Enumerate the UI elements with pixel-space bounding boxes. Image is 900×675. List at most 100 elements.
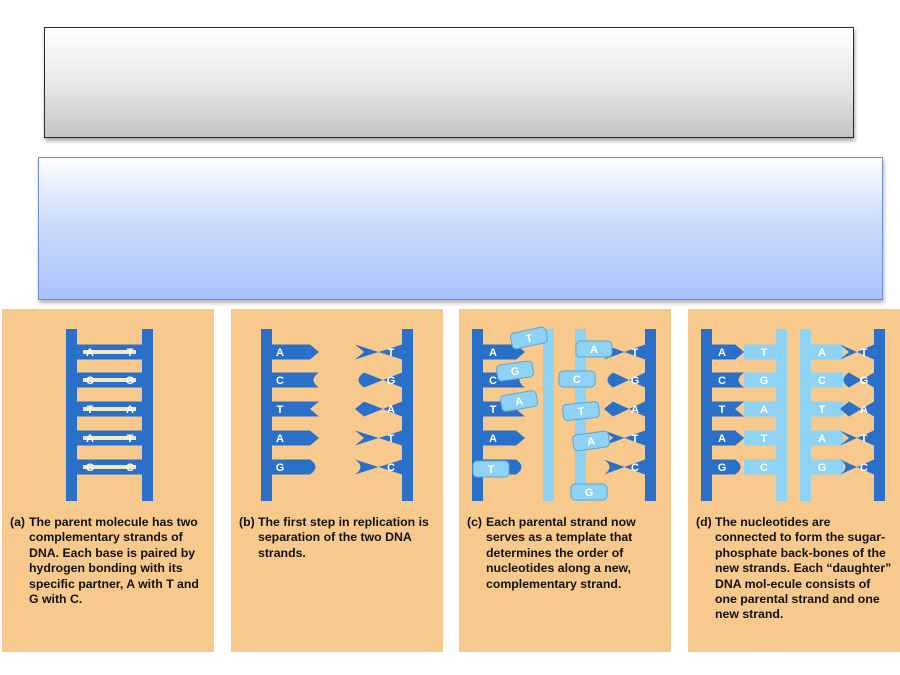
base-label: C (760, 462, 768, 474)
left-template-base (483, 430, 525, 446)
base-label: C (818, 375, 826, 387)
right-template-base (604, 401, 645, 417)
base-label: C (860, 462, 868, 474)
base-pair-bond (83, 436, 136, 440)
base-label: C (573, 374, 581, 386)
right-backbone (142, 329, 153, 501)
free-nucleotide-body (496, 360, 534, 382)
base-label: A (489, 433, 497, 445)
base-label: A (514, 395, 524, 408)
base-label: T (87, 404, 94, 416)
base-label: A (818, 433, 826, 445)
right-nucleotide (358, 372, 402, 388)
base-pair-bond (83, 465, 136, 469)
base-label: T (761, 347, 768, 359)
panel-c-template: ATCGTAATGCTGATACTAG (c)Each parental str… (459, 309, 671, 652)
free-nucleotide: A (575, 340, 613, 358)
daughter2-parental-base (840, 459, 874, 475)
base-label: A (387, 404, 395, 416)
base-label: A (489, 347, 497, 359)
caption-a: (a)The parent molecule has two complemen… (10, 515, 208, 607)
daughter2-new-base (811, 344, 843, 360)
left-nucleotide (272, 459, 316, 475)
base-label: A (718, 433, 726, 445)
base-label: T (577, 406, 585, 419)
caption-letter: (d) (696, 515, 712, 529)
daughter1-parental-base-tip (712, 459, 741, 475)
left-backbone (66, 329, 77, 501)
base-pair-bond (83, 350, 136, 354)
base-label: A (818, 347, 826, 359)
right-nucleotide (355, 459, 402, 475)
base-label: T (861, 347, 868, 359)
base-label: G (276, 462, 285, 474)
base-label: A (276, 347, 284, 359)
base-label: G (387, 375, 396, 387)
base-label: C (631, 462, 639, 474)
base-label: A (86, 433, 94, 445)
base-label: A (590, 344, 598, 356)
daughter1-parental-base-tip (712, 372, 744, 388)
base-label: C (718, 375, 726, 387)
base-label: T (488, 464, 495, 476)
base-label: T (819, 404, 826, 416)
base-label: T (861, 433, 868, 445)
base-label: G (631, 375, 640, 387)
daughter2-parental-backbone (874, 329, 885, 501)
daughter1-parental-base-tip (712, 430, 744, 446)
base-label: T (388, 433, 395, 445)
free-nucleotide-body (570, 483, 608, 501)
left-nucleotide (272, 344, 319, 360)
forming-new-strand (543, 329, 554, 501)
free-nucleotide-body (572, 430, 610, 452)
base-pair-bond (83, 407, 136, 411)
base-label: C (126, 462, 134, 474)
daughter1-parental-backbone (701, 329, 712, 501)
base-label: C (86, 375, 94, 387)
base-label: G (818, 462, 827, 474)
free-nucleotide-body (575, 340, 613, 358)
base-label: A (631, 404, 639, 416)
free-nucleotide: A (572, 430, 610, 452)
left-parental-strand (261, 329, 272, 501)
base-label: A (760, 404, 768, 416)
base-label: G (585, 487, 594, 499)
base-label: C (276, 375, 284, 387)
free-nucleotide-body (472, 460, 510, 478)
right-parental-strand (402, 329, 413, 501)
caption-d: (d)The nucleotides are connected to form… (696, 515, 894, 623)
right-parental-strand (645, 329, 656, 501)
base-label: G (86, 462, 95, 474)
caption-text: The first step in replication is separat… (258, 515, 429, 560)
base-label: G (126, 375, 135, 387)
daughter2-new-base (811, 430, 843, 446)
base-label: T (719, 404, 726, 416)
free-nucleotide-body (500, 390, 538, 412)
daughter1-new-base (744, 459, 776, 475)
caption-letter: (c) (467, 515, 483, 529)
title-box (44, 27, 854, 138)
caption-text: The parent molecule has two complementar… (29, 515, 199, 607)
left-parental-strand (472, 329, 483, 501)
daughter2-parental-base (840, 344, 874, 360)
free-nucleotide: T (509, 326, 549, 350)
base-label: G (510, 365, 520, 378)
daughter2-parental-base (843, 372, 874, 388)
free-nucleotide-body (509, 326, 549, 350)
base-label: T (490, 404, 497, 416)
base-label: G (760, 375, 769, 387)
base-pair-bond (83, 378, 136, 382)
daughter2-parental-base (840, 430, 874, 446)
caption-text: Each parental strand now serves as a tem… (486, 515, 636, 591)
free-nucleotide: G (496, 360, 534, 382)
free-nucleotide-body (558, 370, 596, 388)
free-nucleotide: G (570, 483, 608, 501)
right-template-base (604, 459, 645, 475)
right-template-base (607, 372, 645, 388)
daughter2-parental-base (840, 401, 874, 417)
free-nucleotide: T (562, 401, 600, 421)
